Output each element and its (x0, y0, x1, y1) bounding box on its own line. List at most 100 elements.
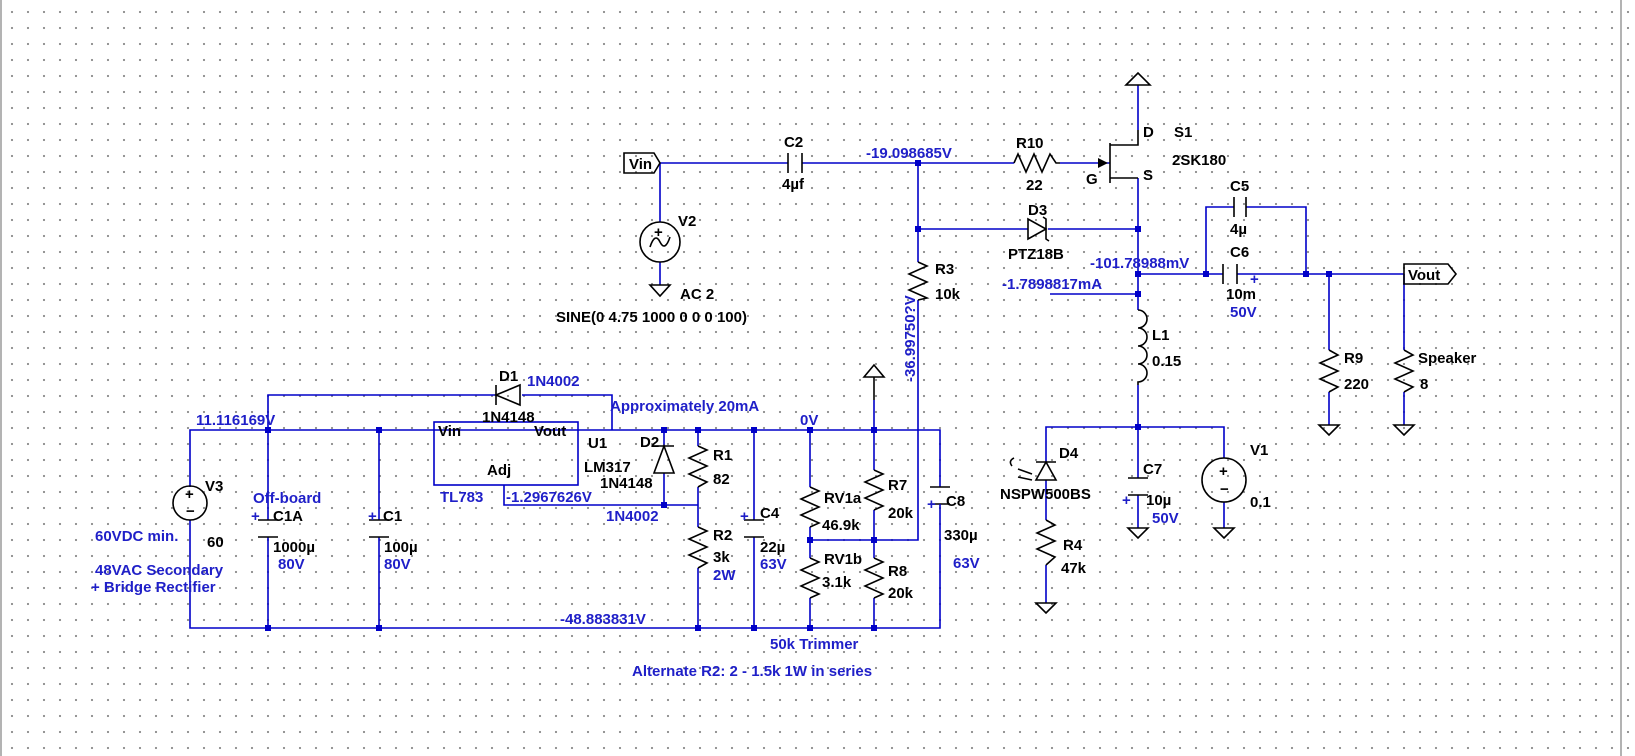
vout-net-flag[interactable] (1403, 263, 1458, 285)
s1-pin-d: D (1143, 124, 1154, 141)
supply-arrow-drain (1124, 71, 1152, 86)
wire-d1-left (267, 394, 496, 430)
r3-value-label: 10k (935, 286, 961, 303)
d2-alt-label: 1N4002 (606, 508, 659, 525)
r10-value-label: 22 (1026, 177, 1043, 194)
c7-polarity: + (1122, 492, 1131, 509)
junction (807, 427, 813, 433)
c2-capacitor-symbol[interactable] (787, 153, 803, 173)
r9-resistor-symbol[interactable] (1318, 349, 1340, 393)
r3-resistor-symbol[interactable] (907, 261, 930, 301)
junction (915, 226, 921, 232)
v1-value-label: 0.1 (1250, 494, 1271, 511)
trimmer-note: 50k Trimmer (770, 636, 859, 653)
v3-source-symbol[interactable]: + − (172, 485, 208, 521)
s1-value-label: 2SK180 (1172, 152, 1226, 169)
junction (695, 427, 701, 433)
c7-capacitor-symbol[interactable] (1128, 477, 1148, 496)
d1-alt-label: 1N4148 (482, 409, 535, 426)
v2-ground-symbol (648, 284, 672, 298)
d2-value-label: 1N4148 (600, 475, 653, 492)
r1-ref-label: R1 (713, 447, 732, 464)
c7-ref-label: C7 (1143, 461, 1162, 478)
junction (265, 625, 271, 631)
s1-pin-g: G (1086, 171, 1098, 188)
l1-ref-label: L1 (1152, 327, 1170, 344)
vin-net-label: Vin (629, 156, 652, 173)
c1-polarity: + (368, 508, 377, 525)
r4-resistor-symbol[interactable] (1035, 519, 1057, 566)
vin-net-flag[interactable] (623, 152, 661, 174)
junction (915, 160, 921, 166)
v2-ref-label: V2 (678, 213, 696, 230)
d4-led-symbol[interactable] (1009, 457, 1058, 481)
d3-ref-label: D3 (1028, 202, 1047, 219)
c4-capacitor-symbol[interactable] (744, 519, 764, 538)
c5-value-label: 4µ (1230, 221, 1247, 238)
s1-jfet-symbol[interactable] (1098, 130, 1139, 183)
junction (807, 537, 813, 543)
c8-capacitor-symbol[interactable] (930, 486, 950, 546)
u1-alt-part-label: TL783 (440, 489, 483, 506)
r10-ref-label: R10 (1016, 135, 1044, 152)
vout-net-label: Vout (1408, 267, 1440, 284)
wire-adj (503, 485, 698, 506)
c4-ref-label: C4 (760, 505, 780, 522)
u1-pin-adj: Adj (487, 462, 511, 479)
rv1b-value-label: 3.1k (822, 574, 852, 591)
c1-ref-label: C1 (383, 508, 402, 525)
c8-ref-label: C8 (946, 493, 965, 510)
junction (751, 427, 757, 433)
v3-note-secondary: 48VAC Secondary (95, 562, 224, 579)
adj-voltage: -1.2967626V (506, 489, 592, 506)
c2-value-label: 4µf (782, 176, 805, 193)
d4-ref-label: D4 (1059, 445, 1079, 462)
junction (265, 427, 271, 433)
wire-bottom-rail (189, 520, 941, 629)
d2-diode-symbol[interactable] (652, 443, 676, 474)
wire-top-rail (189, 429, 941, 487)
v3-ref-label: V3 (205, 478, 223, 495)
c4-value-label: 22µ (760, 539, 785, 556)
c8-polarity: + (927, 496, 936, 513)
c6-capacitor-symbol[interactable] (1222, 264, 1238, 284)
l1-inductor-symbol[interactable] (1137, 309, 1148, 385)
r4-value-label: 47k (1061, 560, 1087, 577)
r3-ref-label: R3 (935, 261, 954, 278)
v2-source-symbol[interactable]: + (639, 221, 681, 263)
rv1a-resistor-symbol[interactable] (799, 486, 821, 528)
r2-resistor-symbol[interactable] (687, 526, 709, 569)
rv1b-ref-label: RV1b (824, 551, 862, 568)
r7-value-label: 20k (888, 505, 914, 522)
r8-resistor-symbol[interactable] (863, 557, 885, 599)
wire-r3-bottom (874, 300, 919, 541)
junction (871, 537, 877, 543)
v1-source-symbol[interactable]: + − (1201, 457, 1247, 503)
r7-resistor-symbol[interactable] (863, 469, 885, 511)
c8-value-label: 330µ (944, 527, 978, 544)
r1-resistor-symbol[interactable] (687, 445, 709, 488)
v3-value-label: 60 (207, 534, 224, 551)
speaker-value-label: 8 (1420, 376, 1428, 393)
d1-diode-symbol[interactable] (493, 383, 521, 407)
svg-text:+: + (654, 224, 663, 241)
c1-capacitor-symbol[interactable] (369, 519, 389, 538)
d3-zener-symbol[interactable] (1027, 216, 1050, 242)
wire-d1-right (522, 394, 613, 430)
r10-resistor-symbol[interactable] (1013, 152, 1060, 174)
r7-ref-label: R7 (888, 477, 907, 494)
l1-value-label: 0.15 (1152, 353, 1181, 370)
speaker-resistor-symbol[interactable] (1393, 349, 1415, 393)
rv1b-resistor-symbol[interactable] (799, 557, 821, 599)
v2-value-label: AC 2 (680, 286, 714, 303)
c6-ref-label: C6 (1230, 244, 1249, 261)
c1a-capacitor-symbol[interactable] (258, 519, 278, 538)
junction (871, 427, 877, 433)
c5-capacitor-symbol[interactable] (1233, 197, 1247, 217)
c6-rating-label: 50V (1230, 304, 1257, 321)
speaker-ground-symbol (1392, 424, 1416, 437)
wire-c5-left (1205, 206, 1234, 274)
junction (1135, 271, 1141, 277)
u1-pin-vin: Vin (438, 423, 461, 440)
